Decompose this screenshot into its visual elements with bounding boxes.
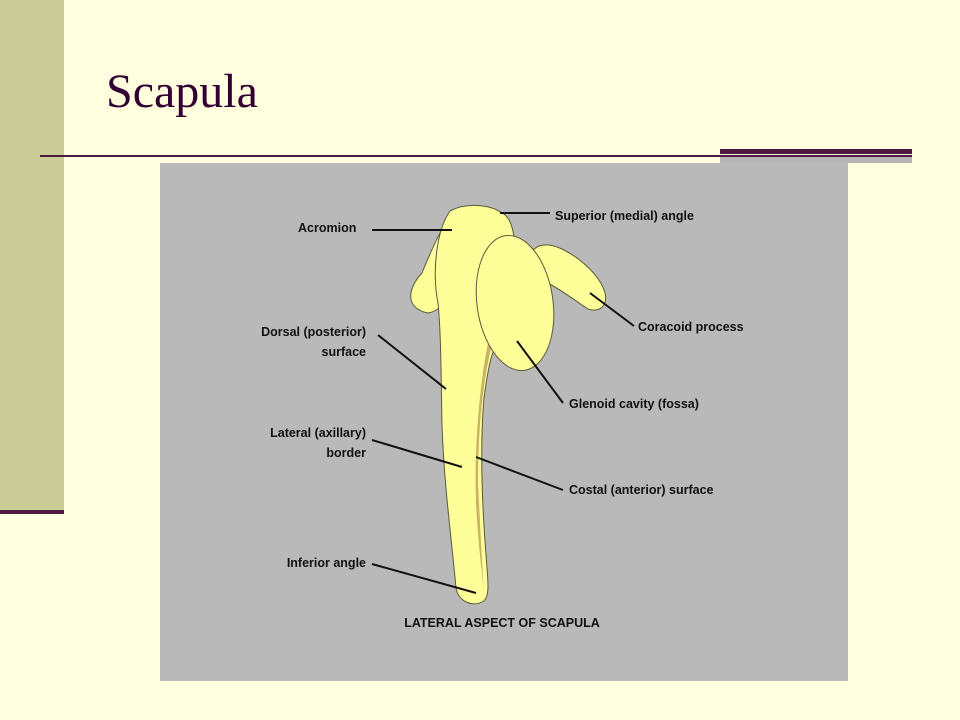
scapula-figure: Acromion Superior (medial) angle Coracoi… [160,163,848,681]
title-divider-shadow [720,157,912,163]
scapula-ridge-shadow [475,343,492,591]
scapula-diagram: Acromion Superior (medial) angle Coracoi… [261,205,744,630]
label-acromion: Acromion [298,221,356,235]
left-bar-underline [0,510,64,514]
leader-dorsal-surface [377,334,447,390]
title-divider-accent [720,149,912,154]
label-dorsal-surface-line1: Dorsal (posterior) [261,325,366,339]
leader-coracoid [589,292,635,327]
slide-title: Scapula [106,65,258,118]
glenoid-cavity-shape [475,234,555,372]
left-accent-bar [0,0,64,510]
leader-glenoid [516,340,564,404]
label-inferior-angle: Inferior angle [287,556,366,570]
leader-inferior-angle [371,563,477,594]
leader-lateral-border [371,439,463,468]
label-lateral-border-line2: border [326,446,366,460]
leader-costal-surface [475,456,564,491]
figure-caption: LATERAL ASPECT OF SCAPULA [404,616,600,630]
label-coracoid-process: Coracoid process [638,320,744,334]
leader-lines [371,212,635,594]
label-glenoid-cavity: Glenoid cavity (fossa) [569,397,699,411]
label-costal-surface: Costal (anterior) surface [569,483,714,497]
label-lateral-border-line1: Lateral (axillary) [270,426,366,440]
anatomy-labels: Acromion Superior (medial) angle Coracoi… [261,209,744,630]
label-superior-angle: Superior (medial) angle [555,209,694,223]
label-dorsal-surface-line2: surface [322,345,367,359]
scapula-illustration [410,205,607,605]
title-divider [40,155,912,157]
